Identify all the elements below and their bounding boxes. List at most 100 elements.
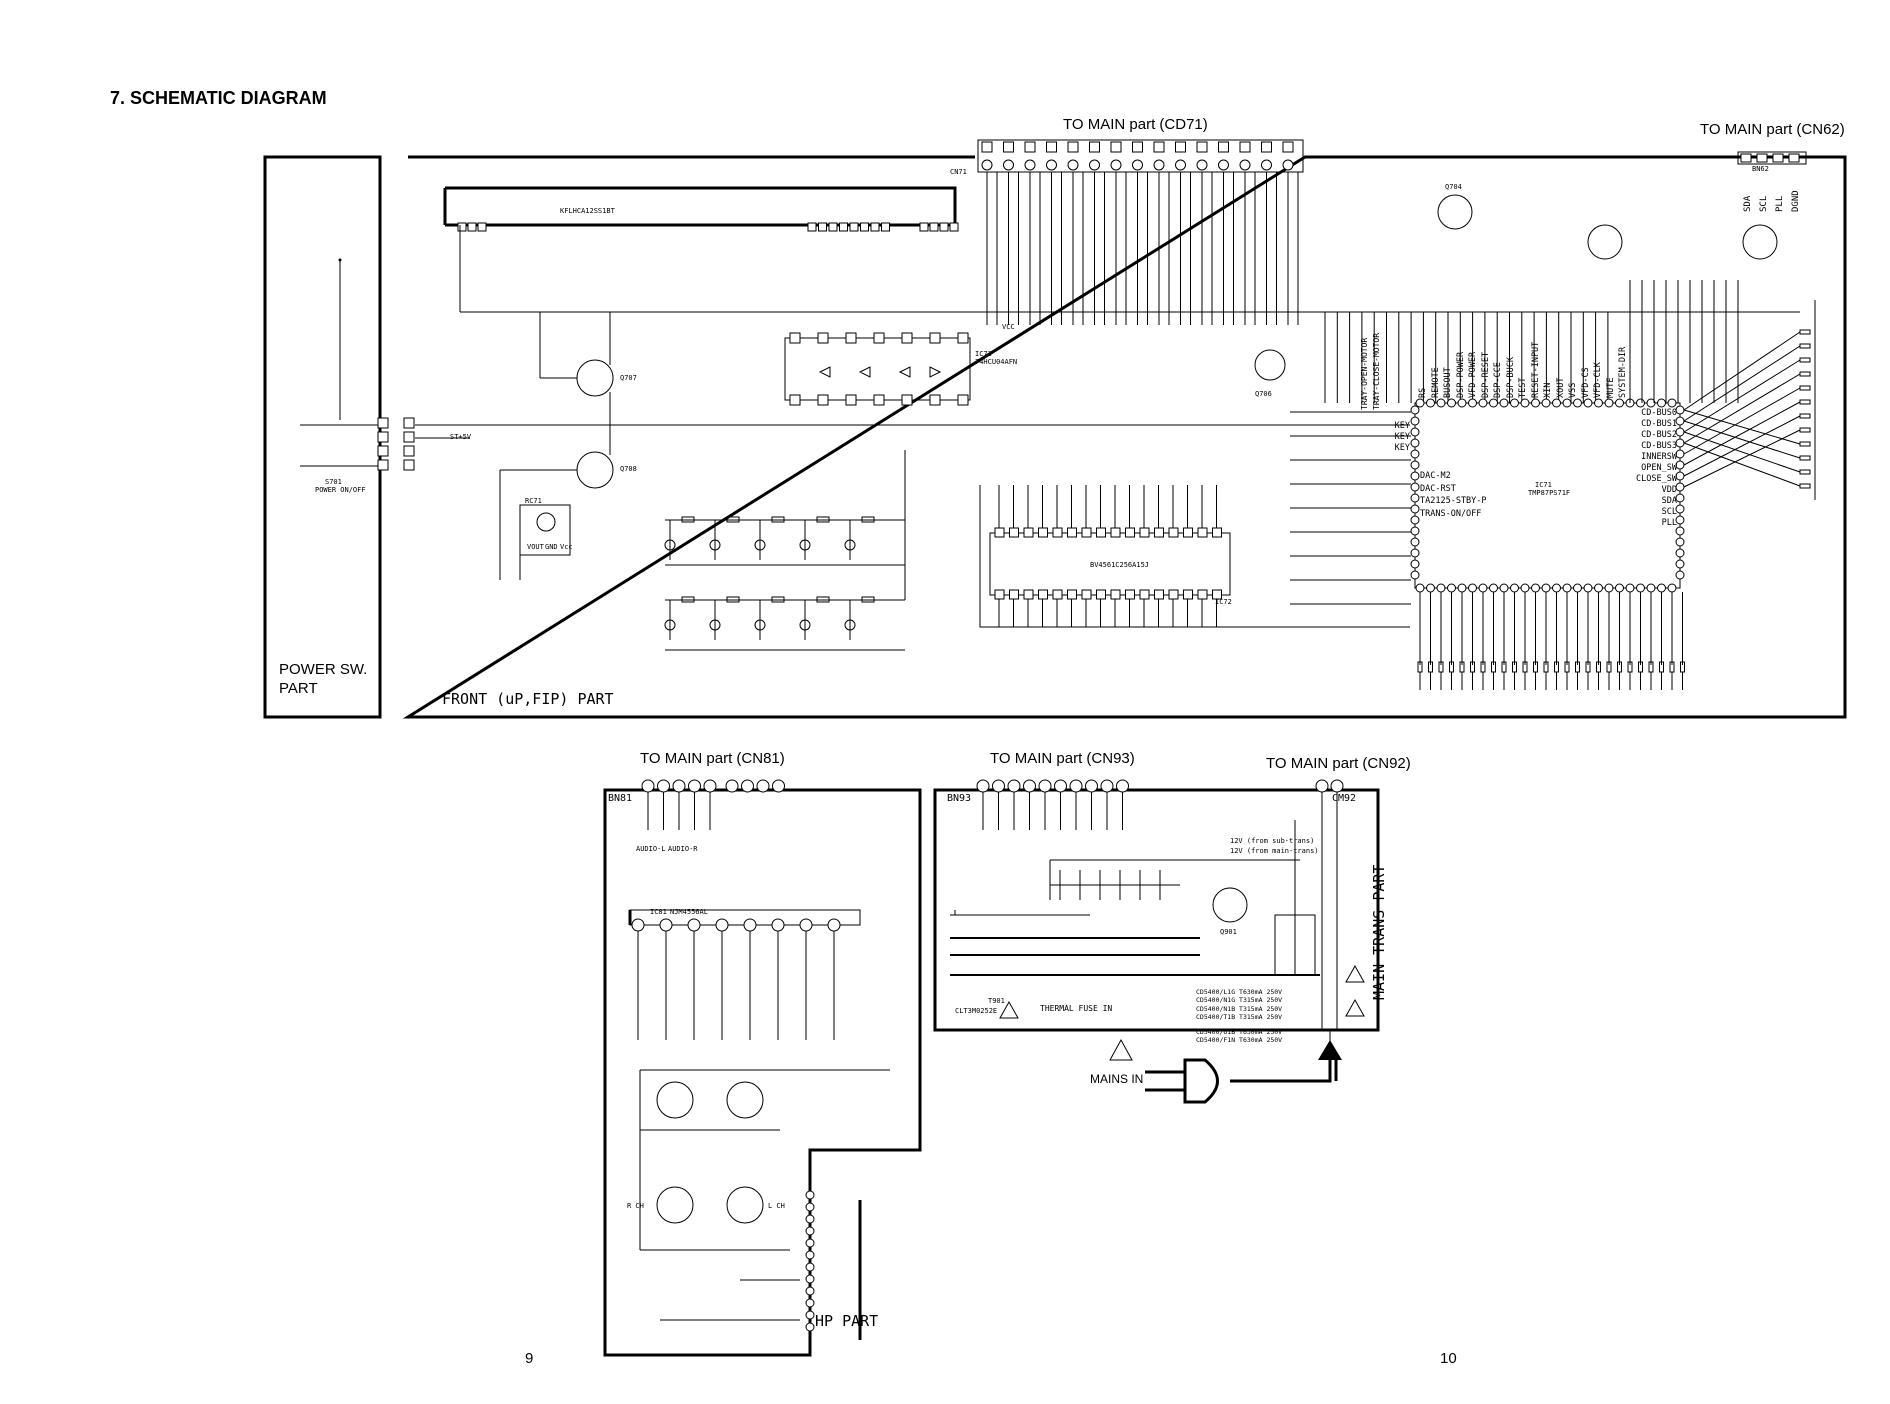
ic71-right-pin-2: CD-BUS2 bbox=[1641, 430, 1677, 440]
pin bbox=[957, 394, 969, 406]
pin bbox=[1499, 583, 1509, 593]
cn62-pin-2: PLL bbox=[1775, 195, 1785, 212]
pin bbox=[1024, 141, 1036, 153]
q708-symbol bbox=[576, 451, 614, 489]
pin bbox=[929, 222, 939, 232]
pin bbox=[1520, 583, 1530, 593]
pin bbox=[817, 332, 829, 344]
ic71-right-pin-5: OPEN_SW bbox=[1641, 463, 1677, 473]
pin bbox=[1740, 153, 1752, 163]
pin bbox=[1520, 398, 1530, 408]
ic71-label: IC71 bbox=[1535, 481, 1552, 489]
pin bbox=[1054, 779, 1067, 793]
pin bbox=[1541, 583, 1551, 593]
ic71-right-pin-1: CD-BUS1 bbox=[1641, 419, 1677, 429]
pin bbox=[1667, 398, 1677, 408]
pin bbox=[994, 527, 1005, 538]
main-trans-supply-label: 12V (from main-trans) bbox=[1230, 847, 1319, 855]
main-trans-label: MAIN TRANS PART bbox=[1370, 864, 1388, 1000]
pin bbox=[1675, 416, 1685, 426]
fuse-rating: T315mA 250V bbox=[1239, 1004, 1283, 1013]
ic71-left-pin-lower-0: DAC-M2 bbox=[1420, 471, 1451, 481]
pin bbox=[1154, 589, 1164, 600]
pin bbox=[805, 1262, 815, 1272]
pin bbox=[1197, 527, 1208, 538]
pin bbox=[1636, 583, 1645, 593]
cn62-pin-3: DGND bbox=[1791, 190, 1801, 212]
ic71-top-pin-4: VFD-POWER bbox=[1468, 351, 1478, 398]
pin bbox=[1038, 589, 1048, 600]
thermal-fuse-label: THERMAL FUSE IN bbox=[1040, 1004, 1113, 1013]
fuse-row: CD5400/T1B T315mA 250V bbox=[1196, 1013, 1282, 1021]
fuse-rating: T630mA 250V bbox=[1239, 988, 1283, 996]
pin bbox=[1562, 583, 1572, 593]
pin bbox=[1468, 583, 1477, 593]
pin bbox=[1594, 583, 1603, 593]
pin bbox=[1675, 449, 1685, 459]
pin bbox=[1531, 583, 1540, 593]
pin bbox=[1447, 583, 1456, 593]
pin bbox=[1573, 398, 1582, 408]
pin bbox=[1410, 504, 1420, 514]
cm92-connector bbox=[1315, 779, 1344, 1030]
pin bbox=[1583, 583, 1593, 593]
audio-l-label: AUDIO-L bbox=[636, 845, 666, 853]
cm92-label: CM92 bbox=[1332, 793, 1357, 804]
pin bbox=[789, 394, 801, 406]
page-title: 7. SCHEMATIC DIAGRAM bbox=[110, 88, 327, 108]
sub-trans-label: 12V (from sub-trans) bbox=[1230, 837, 1315, 845]
ic71-left-pin-1: KEY bbox=[1394, 432, 1410, 442]
q706-label: Q706 bbox=[1255, 390, 1272, 398]
cn62-pin-1: SCL bbox=[1759, 195, 1769, 212]
pin bbox=[929, 332, 941, 344]
pin bbox=[805, 1298, 815, 1308]
pin bbox=[1594, 398, 1603, 408]
pin bbox=[981, 159, 993, 171]
fuse-rating: T630mA 250V bbox=[1239, 1027, 1283, 1036]
pin bbox=[631, 918, 645, 932]
pin bbox=[1410, 482, 1420, 492]
cn62-pin-0: SDA bbox=[1743, 195, 1753, 212]
pin bbox=[756, 779, 770, 793]
pin bbox=[657, 779, 670, 793]
fuse-row: CD5400/N1G T315mA 250V bbox=[1196, 996, 1282, 1004]
pin bbox=[772, 779, 785, 793]
trans-circuit bbox=[1049, 820, 1300, 975]
pin bbox=[1125, 527, 1135, 538]
pin bbox=[457, 222, 467, 232]
fuse-rating: T315mA 250V bbox=[1239, 996, 1283, 1005]
pin bbox=[1410, 559, 1420, 569]
pin bbox=[1675, 515, 1685, 525]
pin bbox=[1499, 398, 1509, 408]
pin bbox=[1615, 398, 1624, 408]
connector-label-cn92: TO MAIN part (CN92) bbox=[1266, 755, 1411, 772]
pin bbox=[377, 417, 389, 429]
pin bbox=[1675, 471, 1685, 481]
fuse-model: CD5400/F1N bbox=[1196, 1036, 1240, 1045]
pin bbox=[1468, 398, 1477, 408]
q707-label: Q707 bbox=[620, 374, 637, 382]
pin bbox=[1196, 159, 1208, 171]
ic71-right-pin-3: CD-BUS3 bbox=[1641, 441, 1677, 451]
pin bbox=[1168, 589, 1179, 600]
pin bbox=[1110, 159, 1122, 171]
s701-label: S701 bbox=[325, 478, 342, 486]
pin bbox=[881, 222, 890, 232]
pin bbox=[1510, 583, 1519, 593]
pin bbox=[1410, 548, 1420, 558]
pin bbox=[828, 222, 838, 232]
pin bbox=[805, 1202, 815, 1212]
pin bbox=[1410, 526, 1420, 536]
ic73-part-label: 74HCU04AFN bbox=[975, 358, 1018, 366]
power-sw-frame bbox=[263, 155, 382, 719]
t901-part-label: CLT3M0252E bbox=[955, 1007, 998, 1015]
pin bbox=[873, 332, 885, 344]
pin bbox=[1239, 159, 1251, 171]
pin bbox=[477, 222, 487, 232]
hp-frame bbox=[603, 788, 922, 1357]
pin bbox=[1239, 141, 1251, 153]
ic71-top-pin-6: DSP-CCE bbox=[1493, 362, 1503, 398]
pin bbox=[1067, 141, 1079, 153]
pin bbox=[1067, 527, 1077, 538]
pin bbox=[1604, 398, 1614, 408]
